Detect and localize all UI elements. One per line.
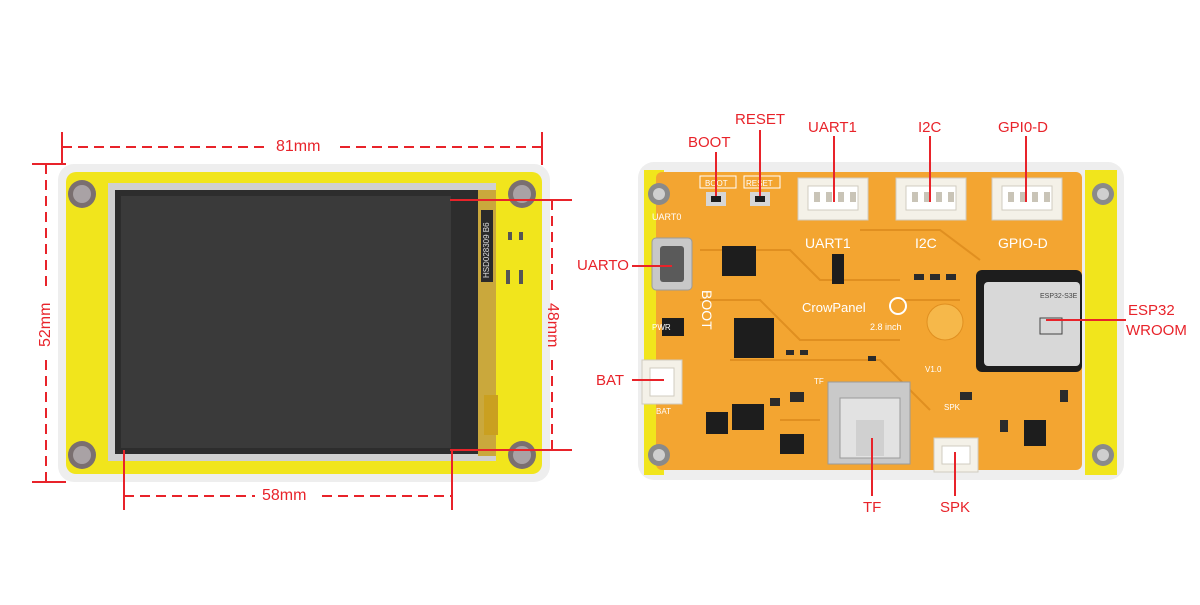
transistor <box>832 254 844 284</box>
front-view: HSD028309 B6 <box>58 164 550 482</box>
screw <box>648 183 670 205</box>
display-screen <box>121 196 451 448</box>
chip <box>734 318 774 358</box>
callout-spk: SPK <box>940 499 971 516</box>
callout-i2c: I2C <box>918 119 942 136</box>
silk-brand: CrowPanel <box>802 300 866 315</box>
boot-silk-box <box>699 175 737 189</box>
screw <box>508 441 536 469</box>
uart0-usb-port[interactable] <box>651 237 693 291</box>
callout-uart0: UARTO <box>577 257 629 274</box>
screw <box>1092 183 1114 205</box>
silk-uart1: UART1 <box>805 235 851 251</box>
esp32-module: ESP32-S3E <box>976 270 1082 372</box>
silk-bat: BAT <box>656 407 671 416</box>
smd-parts <box>770 274 1068 432</box>
dim-height-left: 52mm <box>37 302 54 347</box>
callout-wroom: WROOM <box>1126 322 1187 339</box>
screw <box>648 444 670 466</box>
brand-logo-icon <box>889 297 907 315</box>
callout-tf: TF <box>863 499 882 516</box>
dim-width-top: 81mm <box>276 138 321 155</box>
dimension-lines <box>32 132 572 510</box>
callout-esp32: ESP32 <box>1128 302 1175 319</box>
fpc-gold <box>484 395 498 435</box>
inductor <box>732 404 764 430</box>
silk-tf: TF <box>814 377 824 386</box>
back-view: BOOT RESET UART1 I2C GPIO-D UART0 <box>638 162 1124 480</box>
screw <box>68 441 96 469</box>
callout-lines <box>632 130 1126 496</box>
screw <box>508 180 536 208</box>
contact <box>506 270 510 284</box>
reset-silk-box <box>743 175 781 189</box>
contact <box>519 270 523 284</box>
contact <box>519 232 523 240</box>
wifi-logo-icon <box>1039 317 1063 335</box>
callout-boot: BOOT <box>688 134 731 151</box>
module-text: ESP32-S3E <box>1040 293 1078 300</box>
dim-screen-height: 48mm <box>544 303 561 348</box>
chip <box>662 318 684 336</box>
contact <box>508 232 512 240</box>
pcb <box>656 172 1082 470</box>
silk-model: 2.8 inch <box>870 322 902 332</box>
callout-bat: BAT <box>596 372 625 389</box>
silk-gpio-d: GPIO-D <box>998 235 1048 251</box>
chip <box>706 412 728 434</box>
screw <box>1092 444 1114 466</box>
fpc-label-area <box>481 210 493 282</box>
yellow-strip <box>1085 170 1117 475</box>
bat-connector[interactable] <box>641 359 683 405</box>
callout-gpio-d: GPI0-D <box>998 119 1049 136</box>
mount-hole <box>926 303 964 341</box>
silk-version: V1.0 <box>925 365 942 374</box>
fpc-text: HSD028309 B6 <box>482 222 491 278</box>
inductor-sr6 <box>780 434 804 454</box>
silk-spk: SPK <box>944 403 961 412</box>
silk-boot-side: BOOT <box>699 290 715 330</box>
silk-i2c: I2C <box>915 235 937 251</box>
boot-button[interactable] <box>706 192 726 206</box>
callout-uart1: UART1 <box>808 119 857 136</box>
screw <box>68 180 96 208</box>
callout-reset: RESET <box>735 111 786 128</box>
reset-button[interactable] <box>750 192 770 206</box>
dim-screen-width: 58mm <box>262 487 307 504</box>
amp-chip <box>1024 420 1046 446</box>
silk-uart0: UART0 <box>652 212 681 222</box>
silk-pwr: PWR <box>652 323 671 332</box>
tf-card-slot[interactable] <box>827 381 911 465</box>
chip <box>722 246 756 276</box>
